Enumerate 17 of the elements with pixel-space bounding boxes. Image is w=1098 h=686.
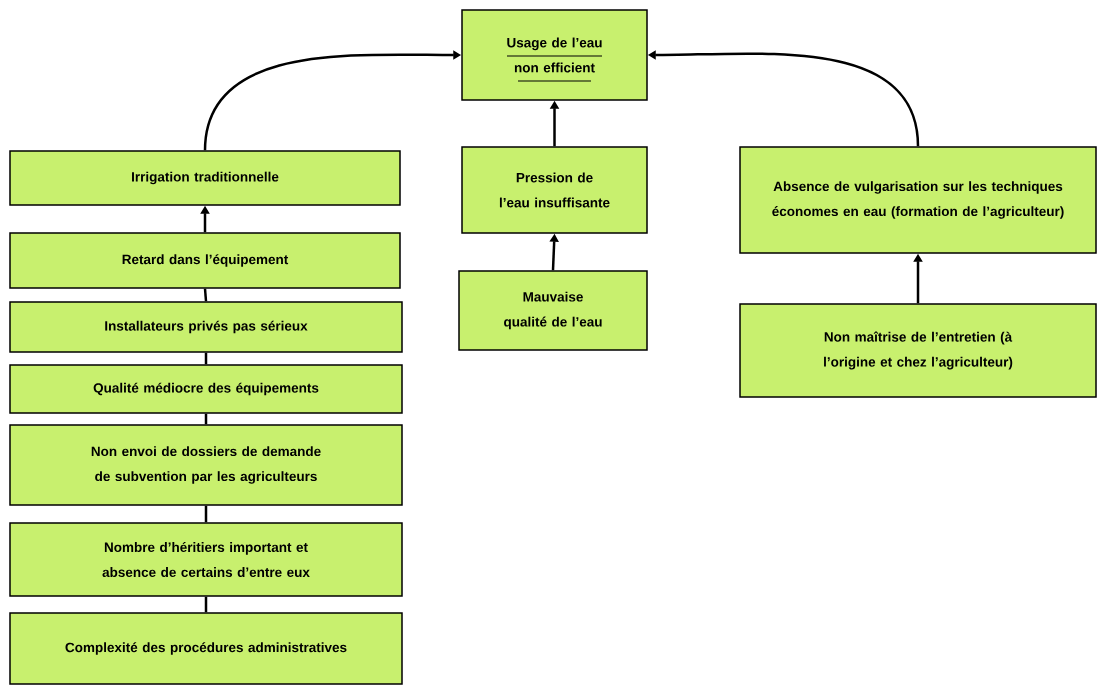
cause-box: Nombre d’héritiers important et absence de certains d’entre eux <box>9 522 403 597</box>
cause-box: Non envoi de dossiers de demande de subvention par les agriculteurs <box>9 424 403 506</box>
cause-box: Mauvaise qualité de l’eau <box>458 270 648 351</box>
cause-box: Non maîtrise de l’entretien (à l’origine et chez l’agriculteur) <box>739 303 1097 398</box>
cause-box: Absence de vulgarisation sur les techniques économes en eau (formation de l’agriculteur) <box>739 146 1097 254</box>
connector-line <box>204 413 208 425</box>
cause-box: Pression de l’eau insuffisante <box>461 146 648 234</box>
connector-line <box>204 352 208 365</box>
cause-box: Complexité des procédures administratives <box>9 612 403 685</box>
connector-line <box>203 288 208 302</box>
connector-line <box>204 505 208 523</box>
cause-box: Installateurs privés pas sérieux <box>9 301 403 353</box>
cause-box: Irrigation traditionnelle <box>9 150 401 206</box>
cause-box: Qualité médiocre des équipements <box>9 364 403 414</box>
cause-box: Usage de l’eau non efficient <box>461 9 648 101</box>
cause-box: Retard dans l’équipement <box>9 232 401 289</box>
connector-line <box>204 596 208 613</box>
